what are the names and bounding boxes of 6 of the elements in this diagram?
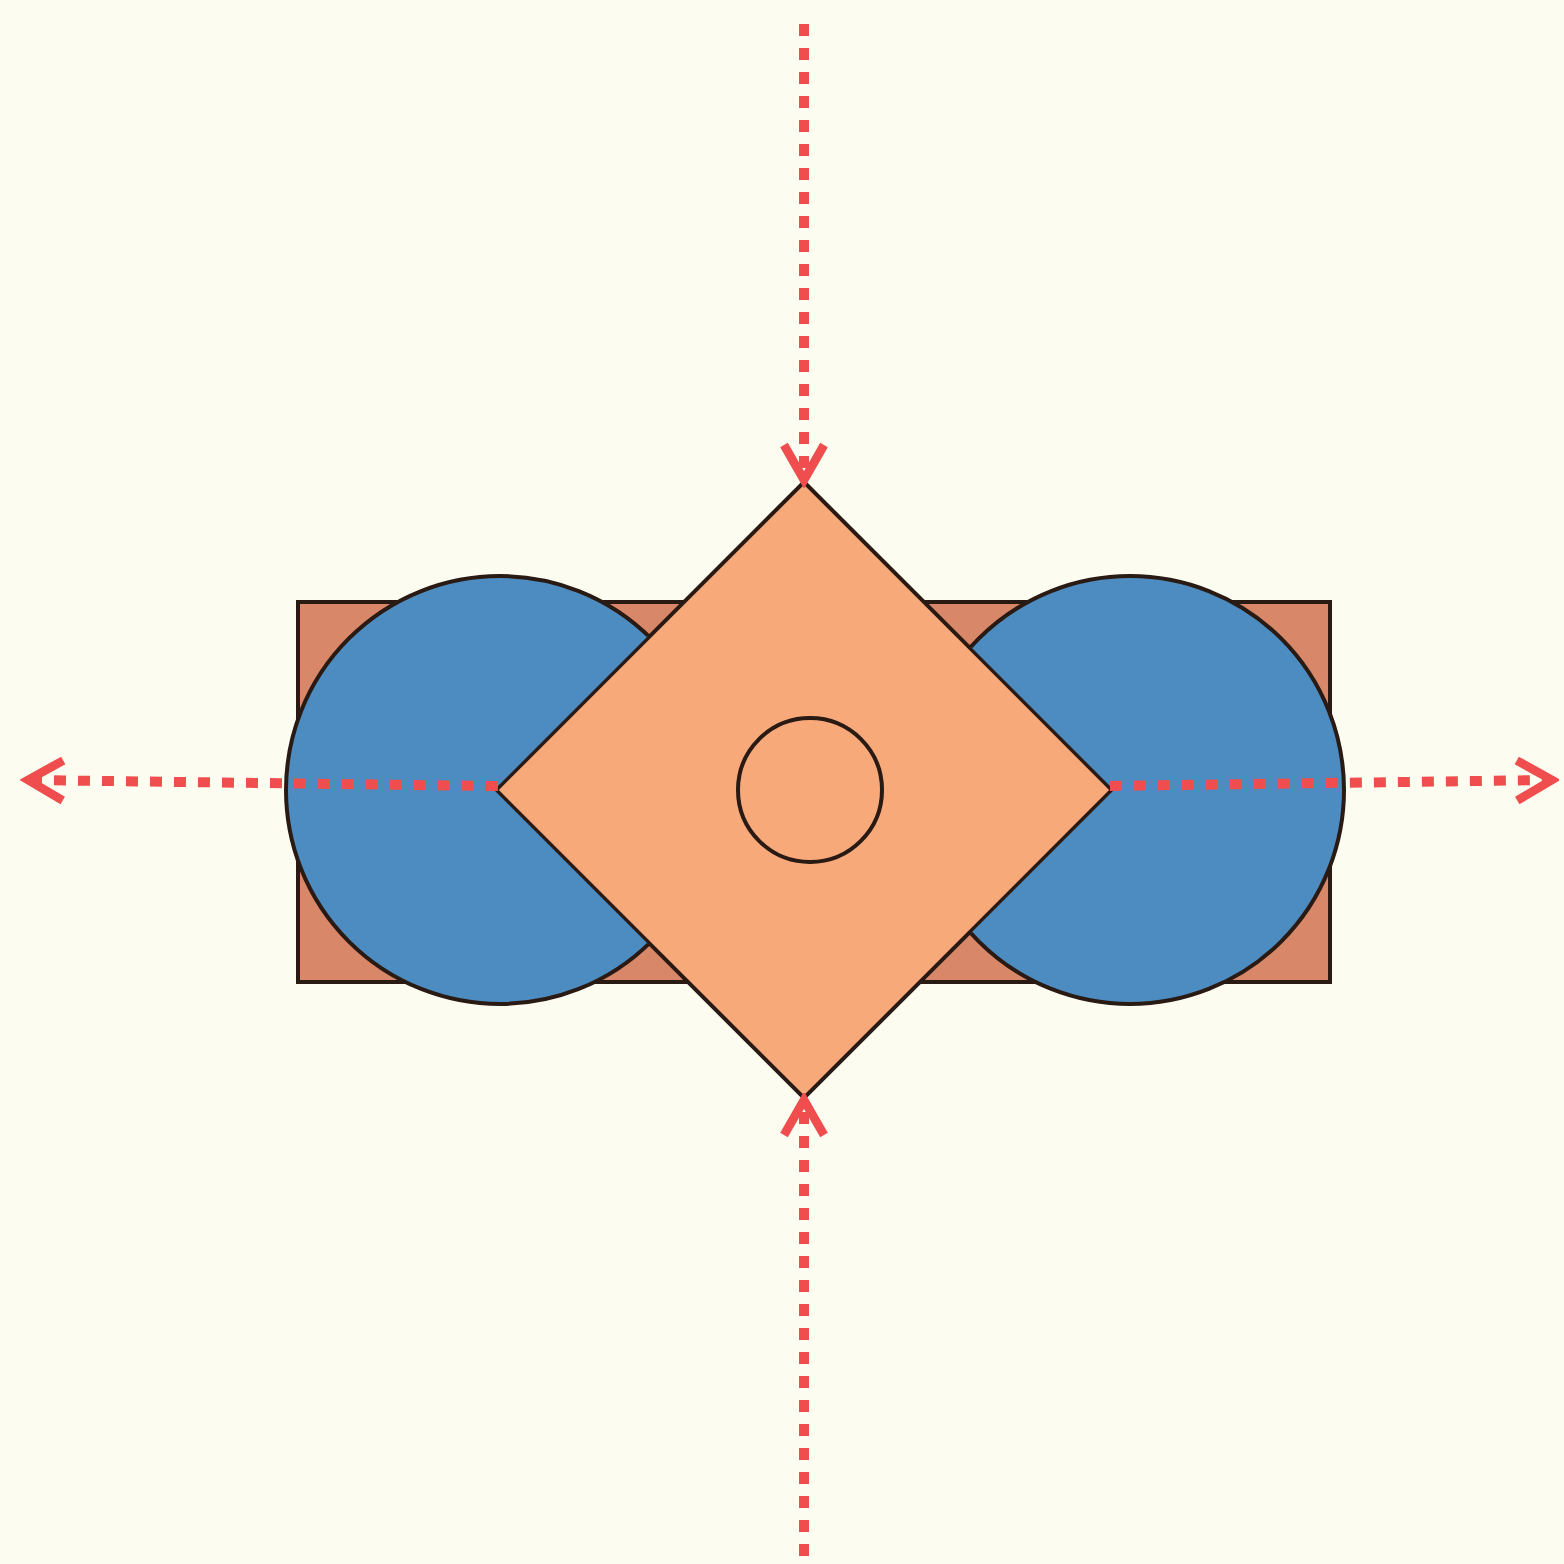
circle-outline: [736, 716, 884, 864]
arrow: [779, 24, 829, 485]
arrow: [23, 756, 498, 805]
arrow: [1109, 756, 1557, 805]
diamond-shape: [494, 480, 1114, 1100]
arrow: [779, 1095, 829, 1556]
